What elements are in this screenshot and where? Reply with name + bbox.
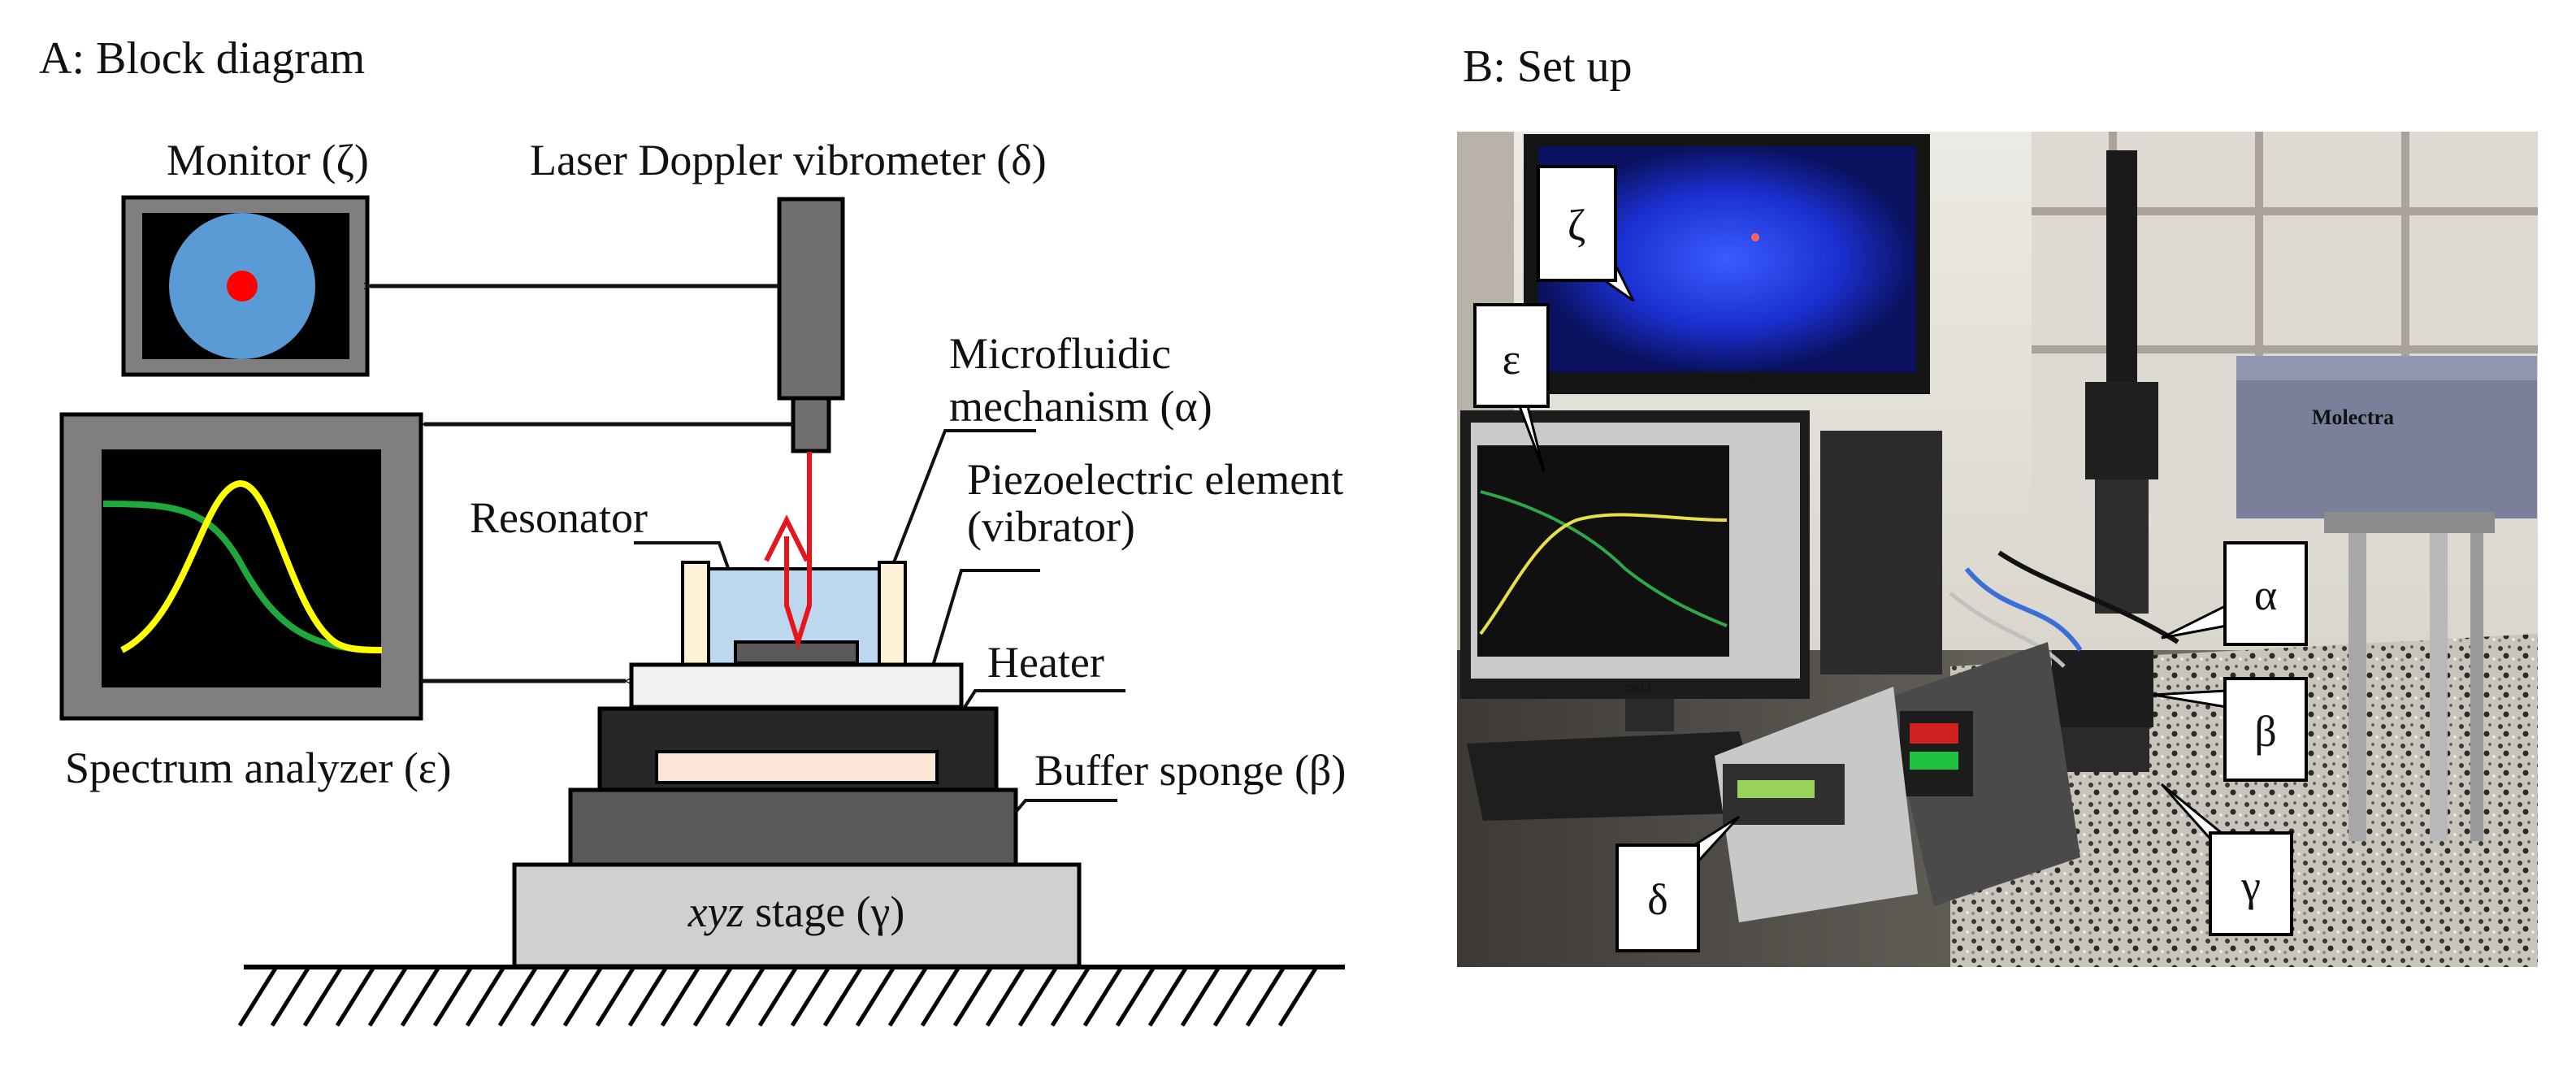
callout-zeta: ζ bbox=[1537, 165, 1635, 302]
ground-hatch bbox=[237, 965, 1345, 1027]
photo-keyboard bbox=[1467, 731, 1763, 821]
ground-hatch-line bbox=[562, 965, 604, 1027]
buffer-sponge bbox=[568, 787, 1018, 867]
callout-alpha-label: α bbox=[2254, 570, 2277, 619]
ground-hatch-line bbox=[920, 965, 961, 1027]
ground-hatch-line bbox=[985, 965, 1026, 1027]
callout-epsilon: ε bbox=[1473, 303, 1550, 472]
ground-hatch-line bbox=[855, 965, 896, 1027]
panel-a-title: A: Block diagram bbox=[39, 33, 365, 84]
xyz-stage-label: xyz stage (γ) bbox=[687, 887, 905, 936]
buffer-sponge-label: Buffer sponge (β) bbox=[1034, 746, 1346, 795]
ground-hatch-line bbox=[887, 965, 929, 1027]
heater-label: Heater bbox=[987, 638, 1104, 687]
callout-beta: β bbox=[2153, 677, 2308, 782]
ground-hatch-line bbox=[302, 965, 344, 1027]
ground-hatch-line bbox=[660, 965, 701, 1027]
ground-hatch-line bbox=[822, 965, 864, 1027]
photo-monitor-brand: TOSHIBA bbox=[1715, 378, 1764, 390]
ground-hatch-line bbox=[952, 965, 994, 1027]
resonator-block bbox=[734, 640, 859, 665]
callout-beta-label: β bbox=[2254, 707, 2276, 756]
ldv-label: Laser Doppler vibrometer (δ) bbox=[530, 136, 1047, 184]
ground-hatch-line bbox=[367, 965, 409, 1027]
ground-hatch-line bbox=[270, 965, 311, 1027]
monitor-icon bbox=[121, 195, 370, 377]
spectrum-analyzer-icon bbox=[59, 412, 423, 721]
ground-hatch-line bbox=[1082, 965, 1124, 1027]
piezo-label-line2: (vibrator) bbox=[967, 502, 1135, 551]
panel-a-block-diagram: A: Block diagram Monitor (ζ) Laser Doppl… bbox=[39, 33, 1346, 1027]
piezoelectric-element bbox=[629, 662, 964, 709]
ground-hatch-line bbox=[1017, 965, 1059, 1027]
ground-hatch-line bbox=[692, 965, 734, 1027]
callout-delta-label: δ bbox=[1647, 875, 1667, 924]
callout-gamma: γ bbox=[2160, 783, 2293, 936]
spectrum-analyzer-label: Spectrum analyzer (ε) bbox=[65, 744, 451, 792]
resonator-label: Resonator bbox=[470, 493, 648, 542]
piezo-leader bbox=[925, 569, 1040, 688]
ground-hatch-line bbox=[497, 965, 539, 1027]
ground-hatch-line bbox=[1115, 965, 1156, 1027]
callout-gamma-label: γ bbox=[2240, 861, 2261, 910]
photo-device-brand: Molectra bbox=[2312, 406, 2394, 429]
microfluidic-cell bbox=[681, 561, 907, 666]
ground-hatch-line bbox=[400, 965, 441, 1027]
heater-element bbox=[655, 750, 939, 784]
monitor-label: Monitor (ζ) bbox=[167, 136, 369, 184]
ground-hatch-line bbox=[595, 965, 636, 1027]
ground-hatch-line bbox=[530, 965, 571, 1027]
ground-hatch-line bbox=[627, 965, 669, 1027]
ground-hatch-line bbox=[237, 965, 279, 1027]
panel-b-setup: B: Set up TOSHIBA DELL bbox=[1457, 41, 2538, 967]
ground-hatch-line bbox=[335, 965, 376, 1027]
laser-doppler-vibrometer-icon bbox=[777, 197, 845, 453]
ground-hatch-line bbox=[432, 965, 474, 1027]
microfluidic-label-line2: mechanism (α) bbox=[949, 382, 1212, 431]
ground-hatch-line bbox=[1050, 965, 1091, 1027]
callout-zeta-label: ζ bbox=[1568, 201, 1585, 249]
photo-pc-brand: DELL bbox=[1625, 683, 1654, 696]
photo-ldv-head bbox=[2236, 356, 2537, 518]
photo-temperature-controller bbox=[1885, 642, 2080, 906]
ground-hatch-line bbox=[1212, 965, 1254, 1027]
photo-stage bbox=[2052, 650, 2153, 727]
ground-hatch-line bbox=[790, 965, 831, 1027]
ground-hatch-line bbox=[757, 965, 799, 1027]
ground-hatch-line bbox=[725, 965, 766, 1027]
callout-delta: δ bbox=[1615, 815, 1741, 952]
callout-epsilon-label: ε bbox=[1503, 335, 1521, 384]
microfluidic-leader bbox=[892, 429, 1036, 563]
laser-beam bbox=[764, 452, 812, 651]
setup-photo: TOSHIBA DELL Molectra bbox=[1457, 132, 2538, 967]
microfluidic-label-line1: Microfluidic bbox=[949, 329, 1171, 378]
ground-hatch-line bbox=[465, 965, 506, 1027]
ground-hatch-line bbox=[1277, 965, 1319, 1027]
panel-b-title: B: Set up bbox=[1463, 41, 1632, 92]
xyz-stage-label-rest: stage (γ) bbox=[744, 887, 905, 936]
ground-hatch-line bbox=[1180, 965, 1221, 1027]
callout-alpha: α bbox=[2161, 541, 2308, 646]
piezo-label-line1: Piezoelectric element bbox=[967, 455, 1343, 504]
ground-hatch-line bbox=[1147, 965, 1189, 1027]
xyz-stage-label-italic: xyz bbox=[687, 887, 744, 936]
ground-hatch-line bbox=[1245, 965, 1286, 1027]
